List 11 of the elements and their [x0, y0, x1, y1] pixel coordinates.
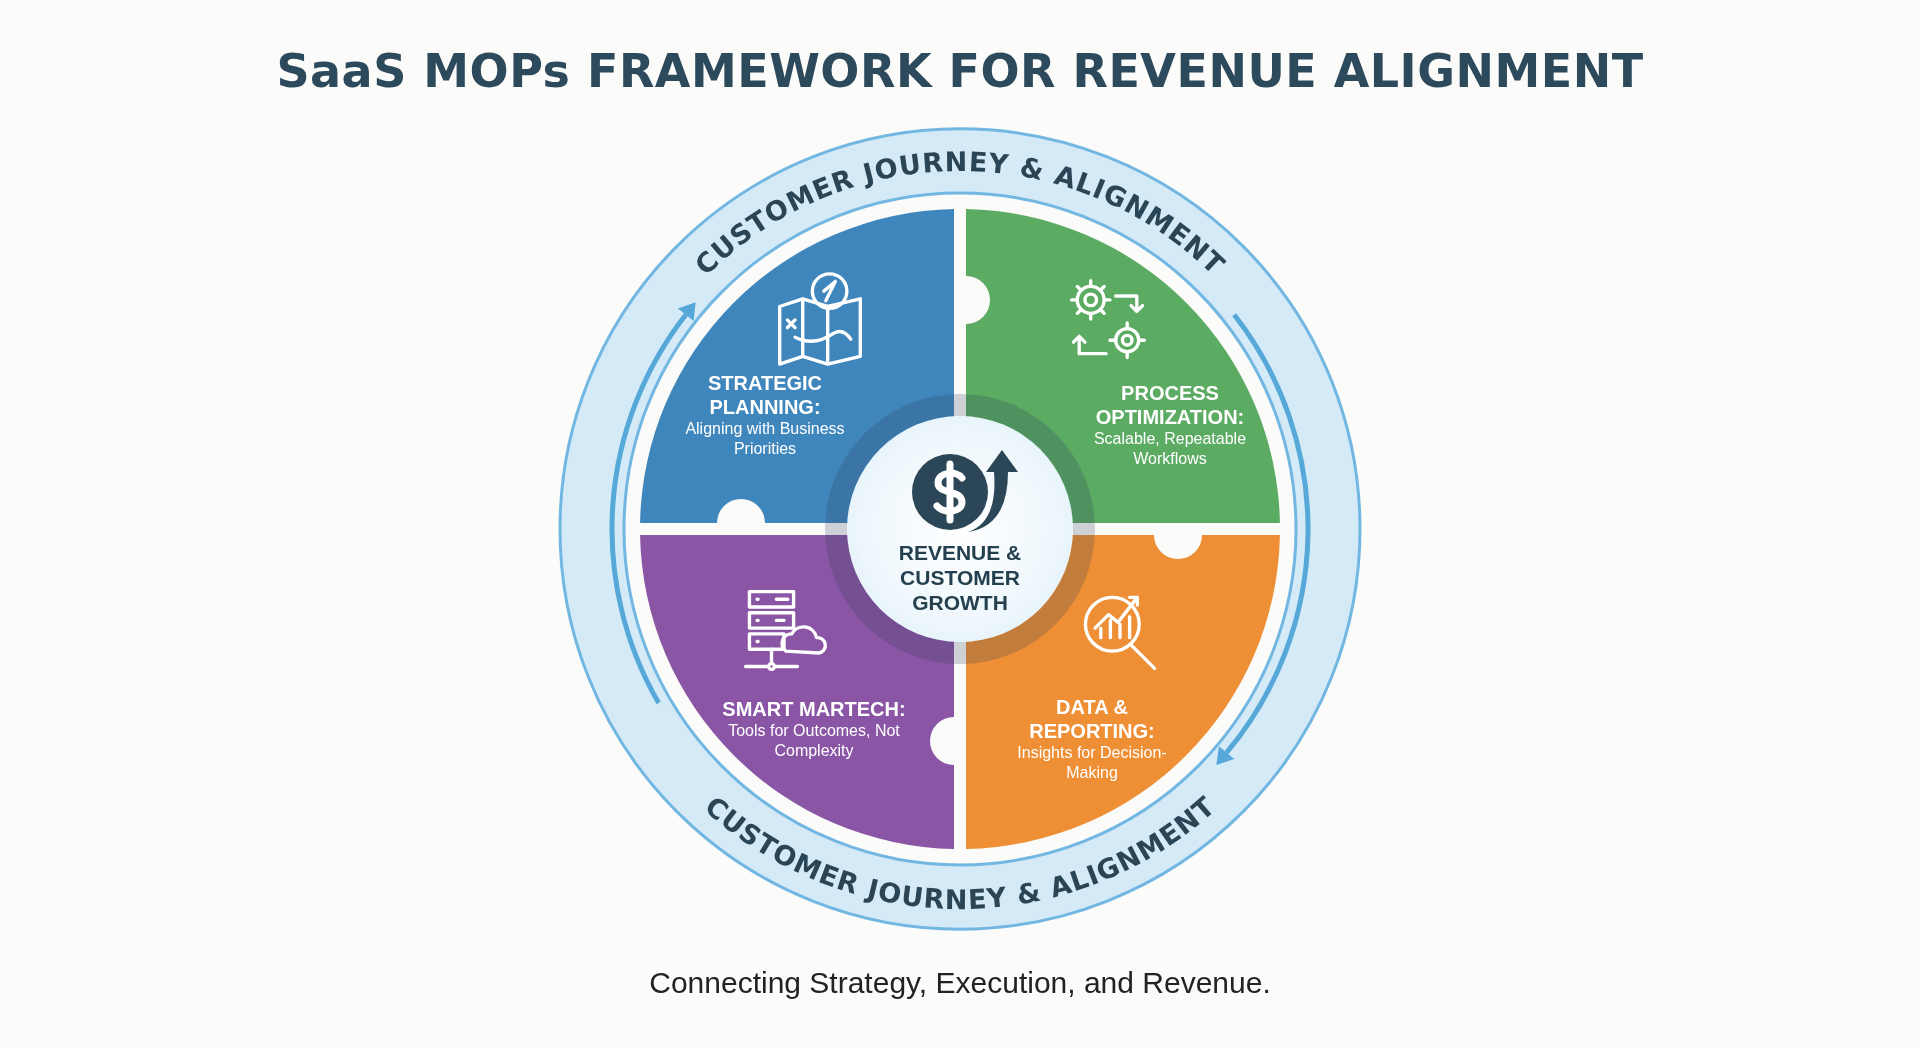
piece-description: Insights for Decision-Making — [1016, 743, 1168, 783]
caption-text: Connecting Strategy, Execution, and Revenue. — [648, 966, 1272, 1000]
piece-heading: SMART MARTECH: — [722, 697, 906, 721]
center-label: REVENUE & CUSTOMER GROWTH — [897, 540, 1023, 615]
piece-description: Tools for Outcomes, Not Complexity — [727, 721, 901, 761]
piece-heading: STRATEGIC PLANNING: — [706, 371, 824, 419]
piece-heading: PROCESS OPTIMIZATION: — [1094, 381, 1246, 429]
piece-description: Aligning with Business Priorities — [684, 419, 846, 459]
piece-description: Scalable, Repeatable Workflows — [1092, 429, 1248, 469]
diagram-title: SaaS MOPs FRAMEWORK FOR REVENUE ALIGNMENT — [275, 44, 1645, 98]
piece-heading: DATA & REPORTING: — [1028, 695, 1156, 743]
